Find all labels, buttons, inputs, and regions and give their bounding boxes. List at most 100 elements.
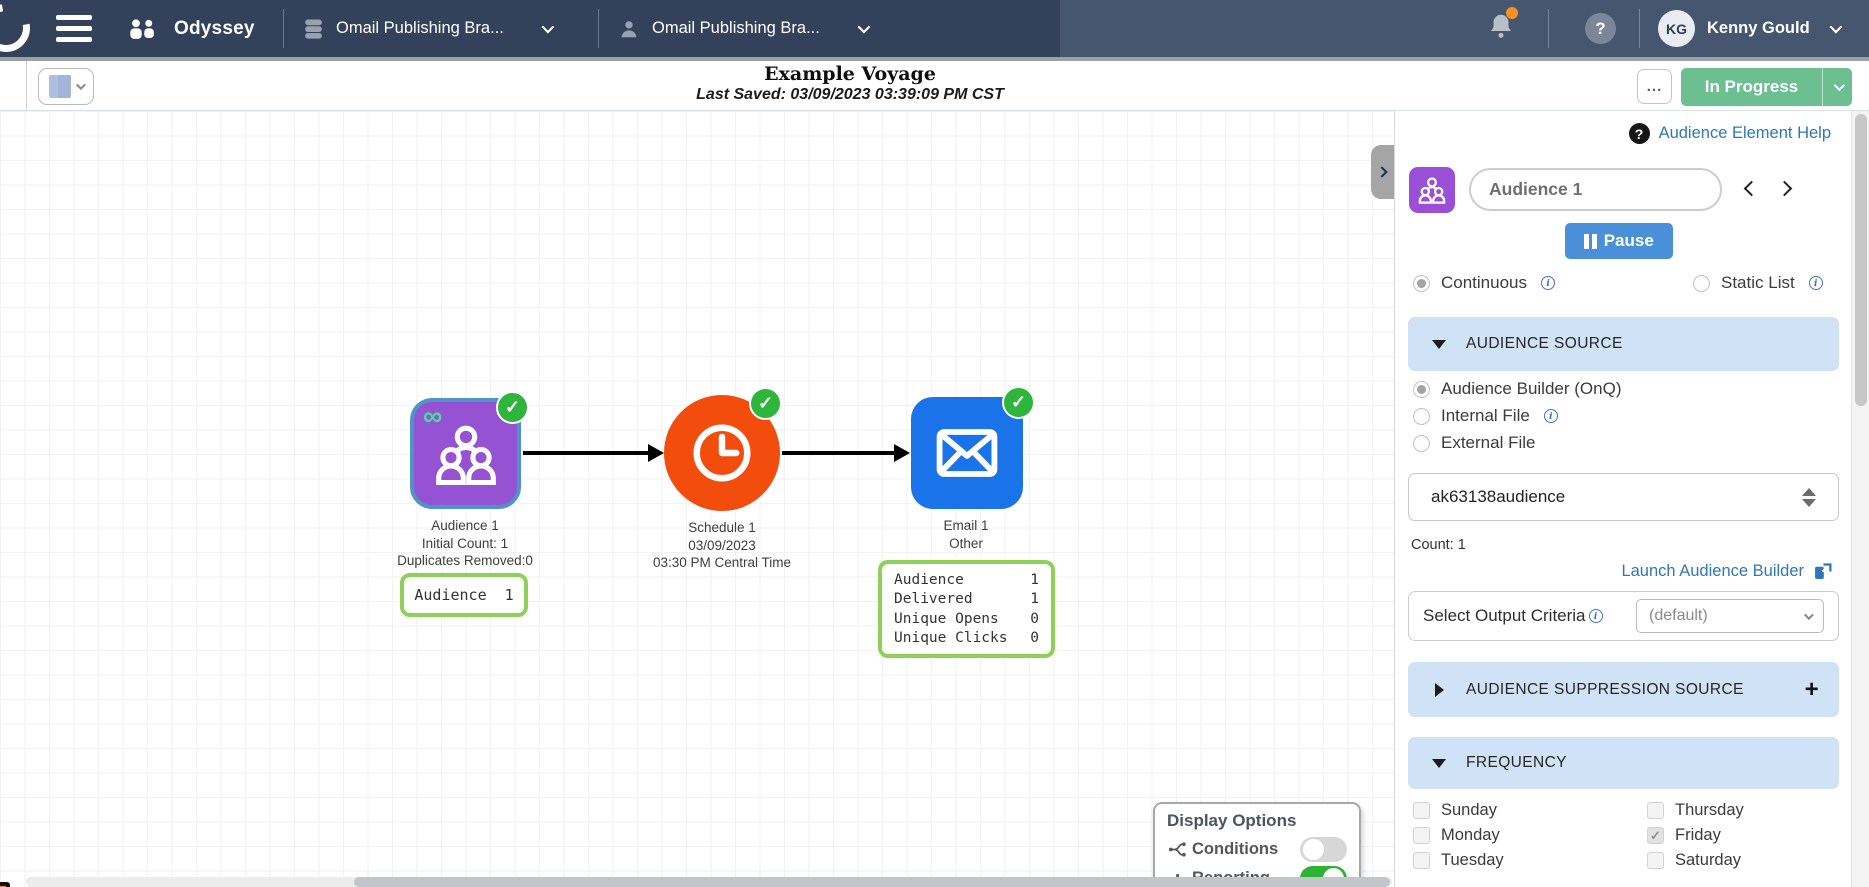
internal-file-radio[interactable]: Internal File i	[1413, 406, 1558, 426]
account-dropdown[interactable]: Omail Publishing Bra...	[618, 0, 871, 57]
schedule-node-label: Schedule 1 03/09/2023 03:30 PM Central T…	[652, 520, 792, 571]
external-file-radio[interactable]: External File	[1413, 433, 1535, 453]
voyage-toolbar: Example Voyage Last Saved: 03/09/2023 03…	[0, 57, 1869, 111]
notification-badge	[1506, 7, 1518, 19]
radio-selected-icon[interactable]	[1413, 274, 1430, 292]
scrollbar-thumb[interactable]	[1855, 114, 1867, 406]
conditions-icon	[1169, 842, 1186, 857]
status-dropdown-button[interactable]	[1822, 68, 1852, 106]
sort-arrows-icon	[1802, 487, 1816, 507]
day-checkbox-sunday[interactable]: Sunday	[1413, 801, 1497, 820]
top-navbar: Odyssey Omail Publishing Bra... Omail Pu…	[0, 0, 1869, 62]
audience-builder-radio[interactable]: Audience Builder (OnQ)	[1413, 379, 1621, 399]
audience-element-help-link[interactable]: ? Audience Element Help	[1628, 123, 1831, 144]
validated-check-icon: ✓	[1002, 386, 1035, 419]
checkbox-icon[interactable]	[1413, 827, 1430, 844]
horizontal-scrollbar[interactable]	[26, 877, 1392, 887]
notifications-button[interactable]	[1486, 0, 1518, 57]
audience-settings-panel: ? Audience Element Help Pause Continuous…	[1394, 111, 1851, 887]
scrollbar-thumb[interactable]	[354, 877, 1390, 887]
divider	[598, 9, 599, 48]
radio-icon[interactable]	[1413, 434, 1430, 452]
voyage-canvas[interactable]: ∞ ✓ Audience 1 Initial Count: 1 Duplicat…	[0, 111, 1394, 887]
database-icon	[305, 19, 322, 39]
collapse-panel-button[interactable]	[1371, 145, 1394, 199]
previous-element-button[interactable]	[1738, 175, 1764, 201]
conditions-toggle[interactable]	[1300, 837, 1347, 862]
radio-selected-icon[interactable]	[1413, 380, 1430, 398]
schedule-node[interactable]: ✓	[664, 387, 782, 511]
status-badge[interactable]: In Progress	[1681, 68, 1822, 106]
envelope-icon	[936, 429, 998, 477]
chevron-down-icon	[75, 80, 86, 91]
connector-arrow	[523, 444, 664, 461]
info-icon[interactable]: i	[1808, 276, 1823, 290]
info-icon[interactable]: i	[1543, 409, 1558, 423]
audience-count-text: Count: 1	[1411, 537, 1466, 553]
vertical-scrollbar[interactable]	[1851, 111, 1869, 887]
chevron-down-icon	[857, 20, 871, 34]
email-node[interactable]: ✓	[911, 386, 1035, 509]
layout-toggle-button[interactable]	[38, 68, 94, 105]
checkbox-icon[interactable]	[1413, 852, 1430, 869]
database-dropdown[interactable]: Omail Publishing Bra...	[303, 0, 555, 57]
triangle-down-icon	[1432, 339, 1446, 349]
audience-select[interactable]: ak63138audience	[1408, 473, 1839, 521]
chevron-down-icon	[1833, 79, 1845, 92]
launch-audience-builder-link[interactable]: Launch Audience Builder	[1621, 561, 1833, 582]
display-options-title: Display Options	[1167, 811, 1297, 830]
checkbox-icon[interactable]	[1413, 802, 1430, 819]
chevron-down-icon	[541, 20, 555, 34]
day-checkbox-friday[interactable]: Friday	[1647, 826, 1721, 845]
info-icon[interactable]: i	[1588, 609, 1603, 623]
output-criteria-select[interactable]: (default)	[1636, 599, 1824, 633]
chevron-left-icon	[1743, 180, 1759, 196]
clock-icon	[693, 424, 751, 482]
frequency-header[interactable]: FREQUENCY	[1408, 737, 1839, 789]
audience-count-box: Audience 1	[400, 573, 528, 617]
continuous-radio[interactable]: Continuous i	[1413, 273, 1556, 293]
triangle-right-icon	[1435, 682, 1444, 697]
columns-icon	[49, 75, 58, 98]
radio-icon[interactable]	[1693, 274, 1710, 292]
email-node-label: Email 1 Other	[943, 518, 989, 551]
question-icon: ?	[1585, 13, 1616, 44]
chevron-down-icon	[1803, 609, 1814, 620]
database-dropdown-label: Omail Publishing Bra...	[336, 19, 504, 37]
day-checkbox-thursday[interactable]: Thursday	[1647, 801, 1744, 820]
hamburger-menu-button[interactable]	[56, 0, 92, 57]
day-checkbox-tuesday[interactable]: Tuesday	[1413, 851, 1504, 870]
audience-node[interactable]: ∞ ✓	[410, 391, 529, 509]
checkbox-icon[interactable]	[1647, 852, 1664, 869]
suppression-source-header[interactable]: AUDIENCE SUPPRESSION SOURCE +	[1408, 662, 1839, 717]
divider	[1548, 9, 1549, 48]
audience-people-icon	[1418, 177, 1446, 204]
chevron-right-icon	[1375, 166, 1388, 178]
avatar: KG	[1658, 10, 1695, 47]
day-checkbox-monday[interactable]: Monday	[1413, 826, 1500, 845]
audience-source-header[interactable]: AUDIENCE SOURCE	[1408, 317, 1839, 371]
checkbox-icon[interactable]	[1647, 802, 1664, 819]
status-split-button[interactable]: In Progress	[1681, 68, 1852, 106]
user-menu[interactable]: KG Kenny Gould	[1658, 0, 1842, 57]
output-criteria-box: Select Output Criteria i (default)	[1408, 591, 1839, 641]
radio-icon[interactable]	[1413, 407, 1430, 425]
bell-icon	[1491, 14, 1511, 38]
add-suppression-button[interactable]: +	[1804, 675, 1819, 703]
checkbox-checked-icon[interactable]	[1647, 827, 1664, 844]
day-checkbox-saturday[interactable]: Saturday	[1647, 851, 1741, 870]
info-icon[interactable]: i	[1541, 276, 1556, 290]
next-element-button[interactable]	[1771, 175, 1797, 201]
help-button[interactable]: ?	[1585, 0, 1616, 57]
pause-button[interactable]: Pause	[1565, 223, 1673, 259]
more-options-button[interactable]: ...	[1637, 69, 1672, 104]
validated-check-icon: ✓	[496, 391, 529, 424]
element-name-input[interactable]	[1469, 168, 1722, 211]
triangle-down-icon	[1432, 758, 1446, 768]
account-dropdown-label: Omail Publishing Bra...	[652, 19, 820, 37]
pause-icon	[1584, 233, 1589, 249]
static-list-radio[interactable]: Static List i	[1693, 273, 1823, 293]
connector-arrow	[782, 444, 910, 461]
